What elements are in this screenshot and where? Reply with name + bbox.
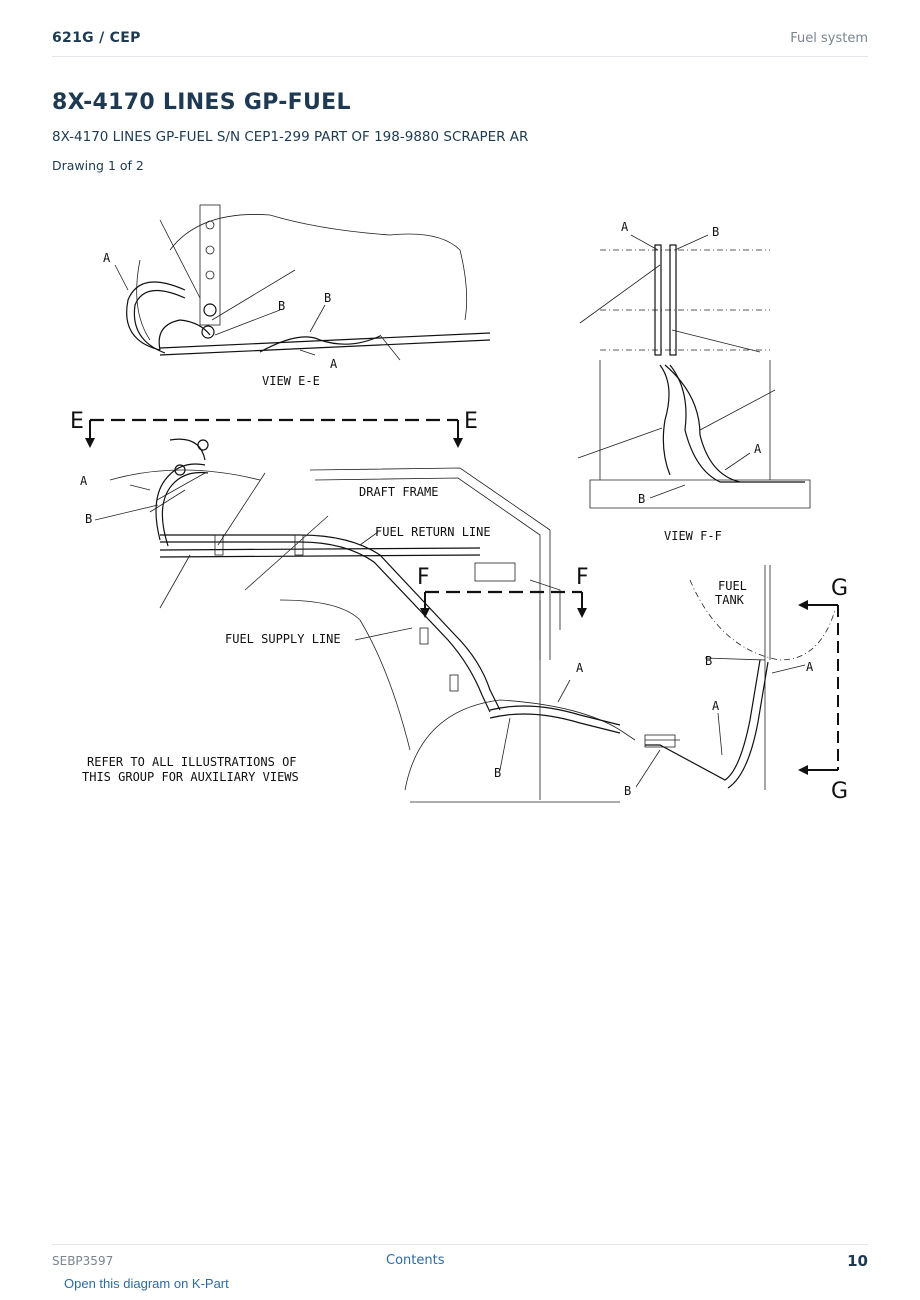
model-label: 621G / CEP [52,30,141,46]
main-assembly-drawing: A B DRAFT FRAME FUEL RETURN LINE FUEL SU… [80,438,636,803]
callout-b: B [278,299,285,313]
draft-frame-label: DRAFT FRAME [359,485,438,499]
page-footer: SEBP3597 Contents 10 [52,1244,868,1275]
callout-b: B [705,654,712,668]
callout-b: B [638,492,645,506]
section-f-left: F [417,565,430,590]
drawing-number: Drawing 1 of 2 [52,158,144,173]
callout-a: A [80,474,88,488]
section-f-right: F [576,565,589,590]
view-ee-label: VIEW E-E [262,374,320,388]
page-number: 10 [847,1252,868,1270]
section-label: Fuel system [790,31,868,46]
fuel-lines-illustration: A B B A VIEW E-E A B A B VIEW F-F [70,204,848,804]
callout-b: B [494,766,501,780]
kpart-link[interactable]: Open this diagram on K-Part [64,1276,229,1291]
refer-note-line-1: REFER TO ALL ILLUSTRATIONS OF [87,755,297,769]
fuel-return-line-label: FUEL RETURN LINE [375,525,491,539]
callout-a: A [806,660,814,674]
view-ff-drawing: A B A B VIEW F-F [577,220,811,543]
section-g-top: G [831,576,848,601]
fuel-tank-label-2: TANK [715,593,745,607]
page-title: 8X-4170 LINES GP-FUEL [52,90,351,115]
section-e-left: E [70,409,84,434]
fuel-tank-label-1: FUEL [718,579,747,593]
document-id: SEBP3597 [52,1254,114,1268]
section-g-bottom: G [831,779,848,804]
section-marker-ff: F F [417,565,589,618]
callout-a: A [754,442,762,456]
page-subtitle: 8X-4170 LINES GP-FUEL S/N CEP1-299 PART … [52,129,529,145]
parts-diagram: A B B A VIEW E-E A B A B VIEW F-F [60,190,860,820]
callout-b: B [712,225,719,239]
callout-b: B [85,512,92,526]
callout-a: A [712,699,720,713]
callout-a: A [330,357,338,371]
callout-a: A [576,661,584,675]
callout-b: B [324,291,331,305]
page-header: 621G / CEP Fuel system [52,28,868,57]
refer-note-line-2: THIS GROUP FOR AUXILIARY VIEWS [82,770,299,784]
callout-b: B [624,784,631,798]
view-ee-drawing: A B B A VIEW E-E [103,204,491,388]
contents-link[interactable]: Contents [386,1253,445,1268]
view-ff-label: VIEW F-F [664,529,722,543]
fuel-tank-detail: FUEL TANK B A A B G G [624,565,848,804]
section-e-right: E [464,409,478,434]
section-marker-ee: E E [70,409,478,448]
fuel-supply-line-label: FUEL SUPPLY LINE [225,632,341,646]
callout-a: A [103,251,111,265]
callout-a: A [621,220,629,234]
